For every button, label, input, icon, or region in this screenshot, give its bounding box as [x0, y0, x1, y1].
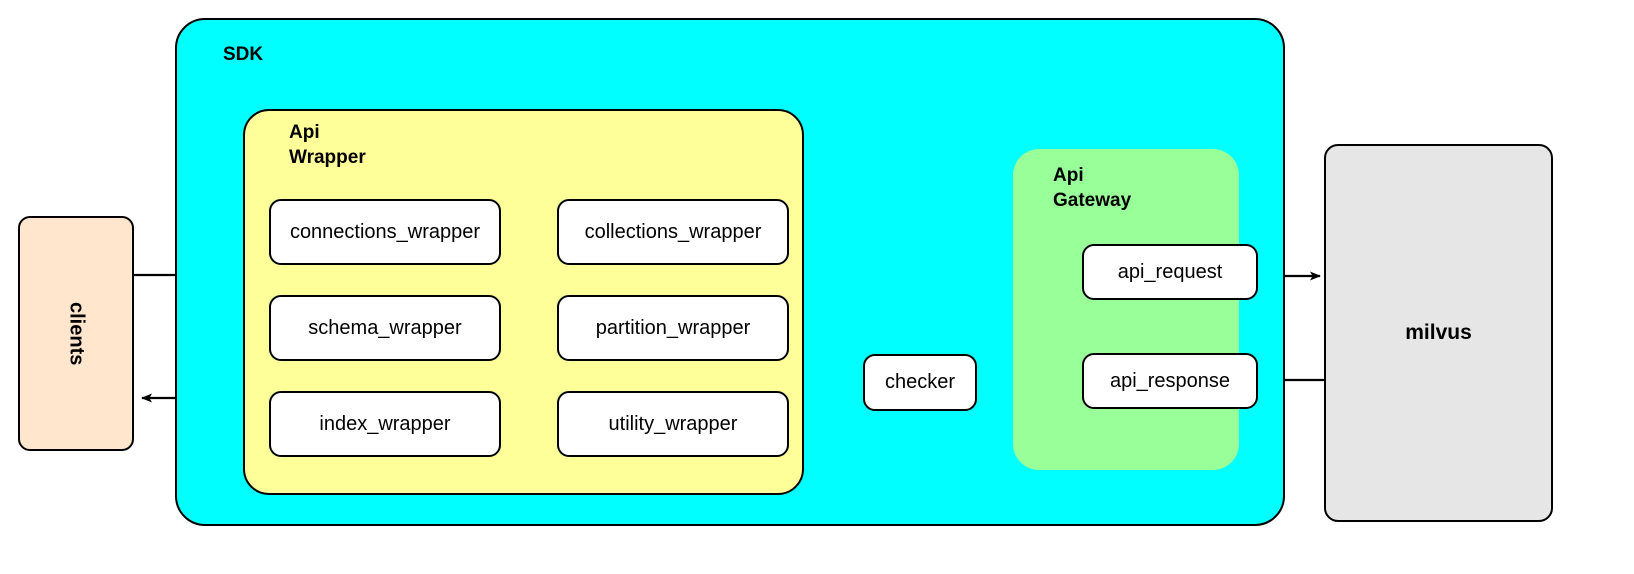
node-label: utility_wrapper — [608, 412, 738, 435]
api-gateway-container[interactable]: Api Gateway api_request api_response — [1013, 149, 1258, 470]
node-partition-wrapper[interactable]: partition_wrapper — [557, 295, 789, 361]
sdk-title: SDK — [223, 44, 264, 65]
node-label: collections_wrapper — [584, 220, 762, 243]
node-utility-wrapper[interactable]: utility_wrapper — [557, 391, 789, 457]
clients-label: clients — [65, 301, 88, 366]
node-label: index_wrapper — [319, 412, 451, 435]
node-schema-wrapper[interactable]: schema_wrapper — [269, 295, 501, 361]
checker-box[interactable]: checker — [863, 354, 977, 411]
node-collections-wrapper[interactable]: collections_wrapper — [557, 199, 789, 265]
node-label: api_response — [1109, 369, 1231, 392]
node-connections-wrapper[interactable]: connections_wrapper — [269, 199, 501, 265]
sdk-container[interactable]: SDK Api Wrapper connections_wrapper coll… — [175, 18, 1285, 526]
node-api-request[interactable]: api_request — [1082, 244, 1258, 300]
node-label: schema_wrapper — [308, 316, 462, 339]
node-index-wrapper[interactable]: index_wrapper — [269, 391, 501, 457]
api-gateway-title: Api Gateway — [1053, 165, 1132, 212]
milvus-box[interactable]: milvus — [1324, 144, 1553, 522]
api-wrapper-container[interactable]: Api Wrapper connections_wrapper collecti… — [243, 109, 804, 495]
api-wrapper-title: Api Wrapper — [289, 122, 366, 169]
node-api-response[interactable]: api_response — [1082, 353, 1258, 409]
node-label: partition_wrapper — [595, 316, 751, 339]
checker-label: checker — [884, 371, 956, 393]
node-label: connections_wrapper — [289, 220, 481, 243]
milvus-label: milvus — [1405, 321, 1472, 344]
node-label: api_request — [1117, 260, 1223, 283]
clients-box[interactable]: clients — [18, 216, 134, 451]
